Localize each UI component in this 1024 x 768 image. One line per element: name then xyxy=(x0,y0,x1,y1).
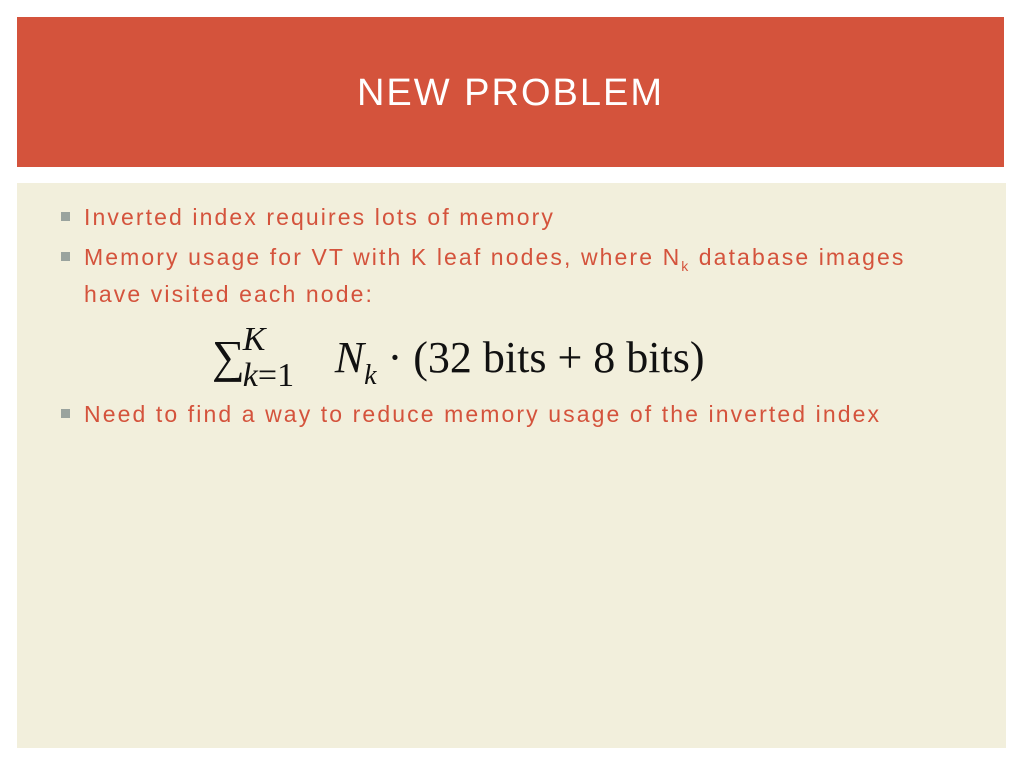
sigma-symbol: ∑ xyxy=(212,331,245,382)
lower-limit-rest: =1 xyxy=(257,356,295,394)
formula-var: N xyxy=(334,333,365,382)
bullet-text: Need to find a way to reduce memory usag… xyxy=(84,401,882,427)
square-bullet-icon xyxy=(61,252,70,261)
formula-body: · (32 bits + 8 bits) xyxy=(376,333,705,382)
formula-var-subscript: k xyxy=(364,360,377,391)
slide-title: NEW PROBLEM xyxy=(356,71,665,114)
upper-limit: K xyxy=(242,320,266,358)
lower-limit-var: k xyxy=(242,356,258,394)
content-area: Inverted index requires lots of memory M… xyxy=(17,183,1006,748)
square-bullet-icon xyxy=(61,212,70,221)
square-bullet-icon xyxy=(61,409,70,418)
bullet-text: Memory usage for VT with K leaf nodes, w… xyxy=(84,240,944,311)
subscript: k xyxy=(681,258,689,274)
bullet-text-part: Memory usage for VT with K leaf nodes, w… xyxy=(84,244,682,270)
bullet-text: Inverted index requires lots of memory xyxy=(84,204,555,230)
title-bar: NEW PROBLEM xyxy=(17,17,1004,167)
bullet-text-part: database images have visited each node: xyxy=(84,244,906,307)
lower-limit: k=1 xyxy=(243,346,294,406)
